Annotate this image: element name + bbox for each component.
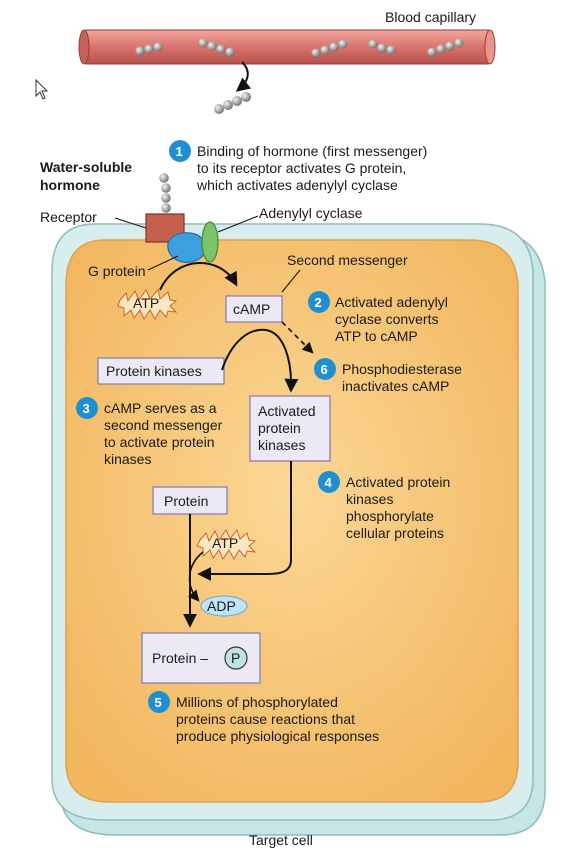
exit-capillary-arrow — [235, 61, 252, 92]
bound-hormone-molecule — [159, 173, 171, 213]
mouse-cursor-icon — [35, 78, 49, 100]
protein-kinases-label: Protein kinases — [106, 363, 202, 379]
step-3-text-line1: cAMP serves as a — [104, 400, 217, 416]
step-1-text-line3: which activates adenylyl cyclase — [196, 177, 398, 193]
step-3-text-line4: kinases — [104, 451, 151, 467]
step-5-badge: 5 — [148, 691, 170, 713]
svg-text:4: 4 — [325, 475, 333, 490]
kinase-activation-arrow — [221, 328, 299, 393]
blood-capillary-label: Blood capillary — [385, 9, 476, 25]
blood-capillary — [78, 29, 496, 65]
step-4-badge: 4 — [318, 471, 340, 493]
adenylyl-cyclase-shape — [201, 221, 219, 263]
step-1-text-line2: to its receptor activates G protein, — [197, 160, 406, 176]
step-3-badge: 3 — [76, 397, 98, 419]
step-6-text-line1: Phosphodiesterase — [342, 361, 462, 377]
step-2-badge: 2 — [308, 291, 330, 313]
step-6-text-line2: inactivates cAMP — [342, 378, 449, 394]
step-6-badge: 6 — [314, 358, 336, 380]
g-protein-label: G protein — [88, 263, 146, 279]
hormone-label-line1: Water-soluble — [40, 159, 132, 175]
free-hormone-molecule — [214, 92, 251, 114]
receptor-label: Receptor — [40, 209, 97, 225]
step-3-text-line2: second messenger — [104, 417, 223, 433]
svg-text:6: 6 — [321, 362, 328, 377]
step-5-text-line1: Millions of phosphorylated — [176, 694, 338, 710]
step-2-text-line3: ATP to cAMP — [335, 328, 418, 344]
atp-starburst-top — [117, 288, 178, 321]
step-3-text-line3: to activate protein — [104, 434, 215, 450]
phosphate-icon — [224, 646, 248, 670]
step-1-text-line1: Binding of hormone (first messenger) — [197, 143, 427, 159]
second-messenger-label: Second messenger — [287, 252, 408, 268]
svg-text:2: 2 — [315, 295, 322, 310]
protein-box — [152, 486, 228, 515]
svg-text:5: 5 — [155, 695, 162, 710]
step-5-text-line2: proteins cause reactions that — [176, 711, 355, 727]
second-messenger-leader-line — [281, 269, 301, 293]
receptor-leader-line — [114, 217, 147, 229]
activated-kinases-line1: Activated — [258, 403, 316, 419]
protein-kinases-box — [97, 357, 225, 385]
activated-protein-kinases-box — [249, 395, 331, 462]
adp-label: ADP — [207, 598, 236, 614]
adenylyl-cyclase-label: Adenylyl cyclase — [259, 205, 363, 221]
target-cell-label: Target cell — [249, 832, 313, 848]
hormone-molecules-in-capillary — [135, 38, 464, 58]
hormone-label-line2: hormone — [40, 177, 100, 193]
activated-kinases-line3: kinases — [258, 437, 305, 453]
step-2-text-line1: Activated adenylyl — [335, 294, 448, 310]
camp-box — [225, 295, 283, 323]
adenylyl-cyclase-leader-line — [217, 215, 259, 233]
step-1-badge: 1 — [169, 140, 191, 162]
g-protein-to-camp-arrow — [159, 261, 238, 291]
protein-label: Protein — [164, 493, 208, 509]
phosphorylated-protein-label: Protein – — [152, 650, 208, 666]
g-protein-leader-line — [147, 255, 179, 271]
camp-label: cAMP — [233, 301, 270, 317]
step-2-text-line2: cyclase converts — [335, 311, 438, 327]
atp-bottom-label: ATP — [212, 535, 238, 551]
step-4-text-line1: Activated protein — [346, 474, 450, 490]
atp-starburst-bottom — [196, 528, 257, 561]
svg-text:3: 3 — [83, 401, 90, 416]
step-4-text-line4: cellular proteins — [346, 525, 444, 541]
adp-shape — [200, 595, 248, 617]
camp-to-phosphodiesterase-arrow — [281, 321, 314, 354]
activated-kinases-line2: protein — [258, 420, 301, 436]
kinase-to-protein-arrow — [197, 461, 292, 581]
atp-top-label: ATP — [133, 295, 159, 311]
step-4-text-line2: kinases — [346, 491, 393, 507]
step-5-text-line3: produce physiological responses — [176, 728, 379, 744]
svg-text:1: 1 — [176, 144, 183, 159]
phosphate-label: P — [231, 650, 240, 666]
step-4-text-line3: phosphorylate — [346, 508, 434, 524]
atp-to-adp-arrow — [187, 551, 204, 602]
